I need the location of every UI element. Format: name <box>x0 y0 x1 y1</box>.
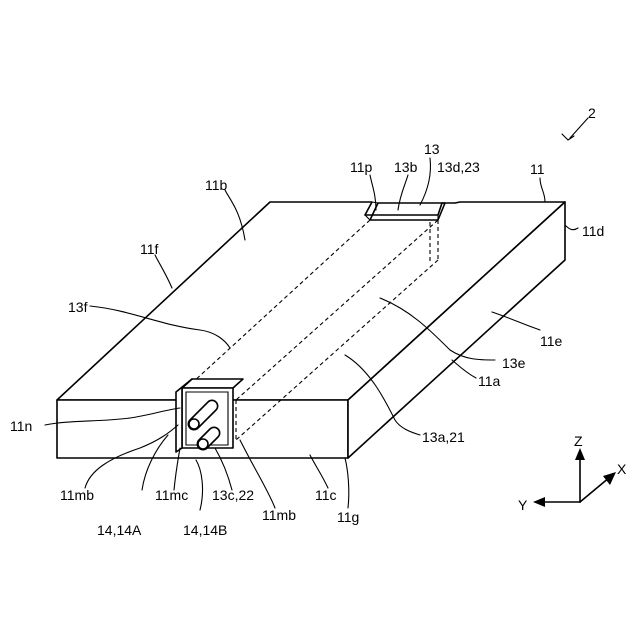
slab-body <box>57 202 565 458</box>
label-11mb-right: 11mb <box>262 507 296 523</box>
label-13d23: 13d,23 <box>437 159 480 175</box>
axis-x-label: X <box>617 461 627 477</box>
axis-y-label: Y <box>518 497 528 513</box>
label-13b: 13b <box>394 159 418 175</box>
label-11f: 11f <box>140 241 159 257</box>
label-13e: 13e <box>502 355 526 371</box>
axis-z-arrow <box>575 448 585 460</box>
axis-x-line <box>580 477 610 502</box>
label-13a21: 13a,21 <box>422 429 465 445</box>
label-11c: 11c <box>315 487 337 503</box>
label-11n: 11n <box>10 418 32 434</box>
label-11: 11 <box>530 161 545 177</box>
label-14B: 14,14B <box>183 522 227 538</box>
label-11e: 11e <box>540 333 563 349</box>
axis-x-arrow <box>603 472 616 485</box>
axis-z-label: Z <box>574 433 583 449</box>
label-11b: 11b <box>205 177 228 193</box>
label-11a: 11a <box>478 373 501 389</box>
label-14A: 14,14A <box>97 522 142 538</box>
label-13c22: 13c,22 <box>212 487 254 503</box>
label-11mb-left: 11mb <box>60 487 94 503</box>
label-11d: 11d <box>582 223 604 239</box>
label-13f: 13f <box>68 299 88 315</box>
axis-y-arrow <box>533 497 545 507</box>
label-11g: 11g <box>337 509 359 525</box>
coordinate-axes: Z X Y <box>518 433 627 513</box>
front-socket <box>176 379 243 452</box>
label-13: 13 <box>424 141 440 157</box>
label-11p: 11p <box>350 159 373 175</box>
label-fig-ref: 2 <box>588 105 596 121</box>
label-11mc: 11mc <box>155 487 188 503</box>
